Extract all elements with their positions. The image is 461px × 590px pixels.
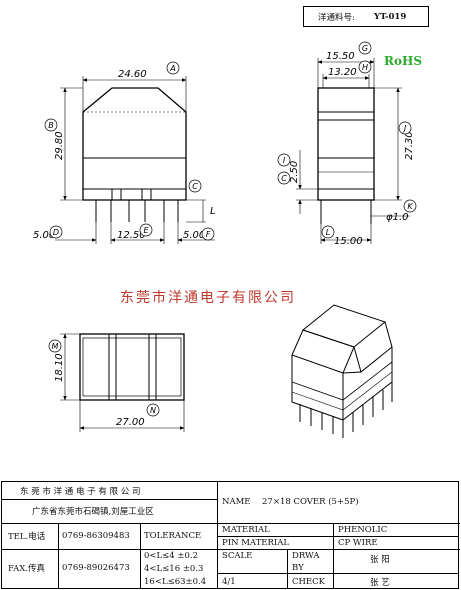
front-view-labels: 24.60 29.80 5.00 12.50 5.00 L xyxy=(33,69,216,241)
marker-h: H xyxy=(362,63,368,72)
tel-value: 0769-86309483 xyxy=(62,531,130,541)
marker-m: M xyxy=(52,342,59,351)
tolerance-row-2: 4<L≤16 ±0.3 xyxy=(144,563,204,574)
pin-material-value: CP WIRE xyxy=(338,537,378,548)
front-view xyxy=(55,76,215,244)
company-name: 东 莞 市 洋 通 电 子 有 限 公 司 xyxy=(20,487,141,497)
part-number-value: YT-019 xyxy=(374,11,407,22)
marker-d: D xyxy=(53,228,59,237)
bottom-view xyxy=(60,333,185,432)
marker-a: A xyxy=(169,64,175,73)
dim-15-00: 15.00 xyxy=(334,236,363,247)
dim-15-50: 15.50 xyxy=(326,51,355,62)
drawn-by: 张 阳 xyxy=(370,555,390,565)
marker-c: C xyxy=(192,182,198,191)
drwa-label: DRWA xyxy=(292,550,320,561)
tolerance-label: TOLERANCE xyxy=(144,531,202,541)
pin-material-label: PIN MATERIAL xyxy=(222,537,290,548)
name-value: 27×18 COVER (5+5P) xyxy=(262,497,359,507)
title-block: 东 莞 市 洋 通 电 子 有 限 公 司 广东省东莞市石碣镇,刘屋工业区 TE… xyxy=(1,481,460,589)
company-watermark: 东莞市洋通电子有限公司 xyxy=(120,290,296,306)
marker-b: B xyxy=(48,121,54,130)
dim-width-24-60: 24.60 xyxy=(118,69,147,80)
dim-27-30: 27.30 xyxy=(404,131,415,160)
isometric-view xyxy=(291,304,393,438)
dim-height-29-80: 29.80 xyxy=(54,131,65,160)
by-label: BY xyxy=(292,562,304,573)
part-number-label: 洋通料号: xyxy=(318,12,355,23)
fax-value: 0769-89026473 xyxy=(62,563,130,573)
fax-label: FAX.传真 xyxy=(8,564,46,574)
side-view xyxy=(296,58,410,244)
checked-by: 张 艺 xyxy=(370,577,390,588)
tel-label: TEL.电话 xyxy=(8,532,46,542)
dim-18-10: 18.10 xyxy=(54,353,65,382)
dim-pin-5-00-right: 5.00 xyxy=(183,230,205,241)
marker-e: E xyxy=(143,226,149,235)
marker-g: G xyxy=(362,44,368,53)
check-label: CHECK xyxy=(292,576,325,587)
dim-pitch-12-50: 12.50 xyxy=(117,230,146,241)
marker-k: K xyxy=(407,202,413,211)
tolerance-row-3: 16<L≤63±0.4 xyxy=(144,576,207,587)
material-label: MATERIAL xyxy=(222,524,270,535)
company-address: 广东省东莞市石碣镇,刘屋工业区 xyxy=(32,507,154,517)
marker-n: N xyxy=(150,406,156,415)
marker-i: I xyxy=(283,156,286,165)
part-number-box: 洋通料号: YT-019 xyxy=(303,6,429,27)
scale-value: 4/1 xyxy=(222,576,236,587)
marker-c-side: C xyxy=(281,174,287,183)
material-value: PHENOLIC xyxy=(338,524,388,535)
circle-marker-letters: A B C D E F G H I J K L M N C xyxy=(48,44,413,415)
bottom-view-labels: 18.10 27.00 xyxy=(54,353,145,428)
dim-2-50: 2.50 xyxy=(289,161,300,183)
circle-markers xyxy=(44,41,417,417)
tolerance-row-1: 0<L≤4 ±0.2 xyxy=(144,550,199,561)
dim-l-front: L xyxy=(210,206,216,217)
marker-f: F xyxy=(206,230,211,239)
marker-l: L xyxy=(326,228,330,237)
rohs-mark: RoHS xyxy=(384,54,422,68)
dim-27-00: 27.00 xyxy=(116,417,145,428)
side-view-labels: 15.50 13.20 27.30 2.50 15.00 φ1.0 xyxy=(289,51,415,247)
name-label: NAME xyxy=(222,497,251,507)
scale-label: SCALE xyxy=(222,550,253,561)
dim-pin-5-00-left: 5.00 xyxy=(33,230,55,241)
dim-13-20: 13.20 xyxy=(328,67,357,78)
dim-pin-diameter: φ1.0 xyxy=(386,212,409,223)
marker-j: J xyxy=(402,124,407,133)
